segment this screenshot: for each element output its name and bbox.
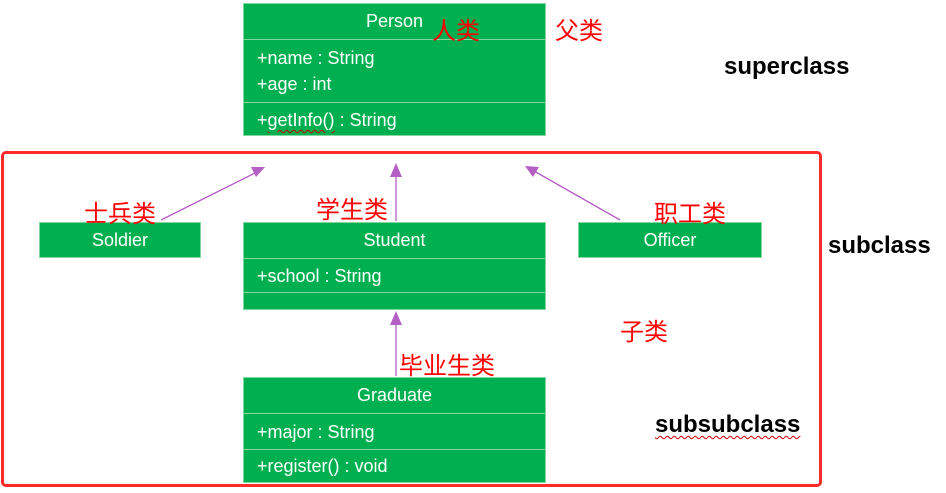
- person-method-prefix: +: [257, 110, 268, 130]
- person-attr-name: +name : String: [257, 48, 375, 68]
- arrow-soldier-to-person: [160, 171, 258, 221]
- subclass-frame: [1, 151, 822, 487]
- student-attributes: +school : String: [244, 259, 545, 293]
- graduate-attributes: +major : String: [244, 414, 545, 450]
- subsubclass-label: subsubclass: [655, 411, 801, 438]
- graduate-attr-major: +major : String: [257, 421, 375, 442]
- student-attr-school: +school : String: [257, 265, 382, 286]
- person-class-name: Person: [244, 4, 545, 40]
- soldier-class-name: Soldier: [91, 229, 149, 250]
- student-class-box: Student +school : String: [243, 222, 546, 310]
- graduate-class-box: Graduate +major : String +register() : v…: [243, 377, 546, 483]
- person-method-return: : String: [334, 110, 397, 130]
- officer-class-name: Officer: [643, 229, 697, 250]
- arrow-head-graduate: [390, 311, 402, 325]
- soldier-class-box: Soldier: [39, 222, 201, 258]
- graduate-cn-label: 毕业生类: [399, 352, 495, 380]
- soldier-cn-label: 士兵类: [84, 200, 156, 228]
- graduate-methods: +register() : void: [244, 450, 545, 482]
- arrow-head-officer: [525, 166, 539, 177]
- person-attributes: +name : String +age : int: [244, 40, 545, 103]
- student-cn-label: 学生类: [316, 196, 388, 224]
- graduate-method-register: +register() : void: [257, 456, 388, 476]
- person-cn-label: 人类: [432, 17, 480, 45]
- student-class-name: Student: [244, 223, 545, 259]
- parent-class-cn-label: 父类: [555, 17, 603, 45]
- officer-class-box: Officer: [578, 222, 762, 258]
- arrow-head-soldier: [251, 167, 265, 177]
- person-class-box: Person +name : String +age : int +getInf…: [243, 3, 546, 136]
- superclass-label: superclass: [724, 53, 850, 80]
- officer-cn-label: 职工类: [654, 200, 726, 228]
- person-method-name: getInfo(): [267, 110, 335, 130]
- graduate-class-name: Graduate: [244, 378, 545, 414]
- person-method-getinfo: +getInfo() : String: [257, 107, 545, 133]
- arrow-head-student: [390, 163, 402, 177]
- child-class-cn-label: 子类: [620, 318, 668, 346]
- subclass-label: subclass: [828, 232, 931, 259]
- person-methods: +getInfo() : String: [244, 103, 545, 137]
- person-attr-age: +age : int: [257, 74, 332, 94]
- arrow-officer-to-person: [533, 170, 621, 221]
